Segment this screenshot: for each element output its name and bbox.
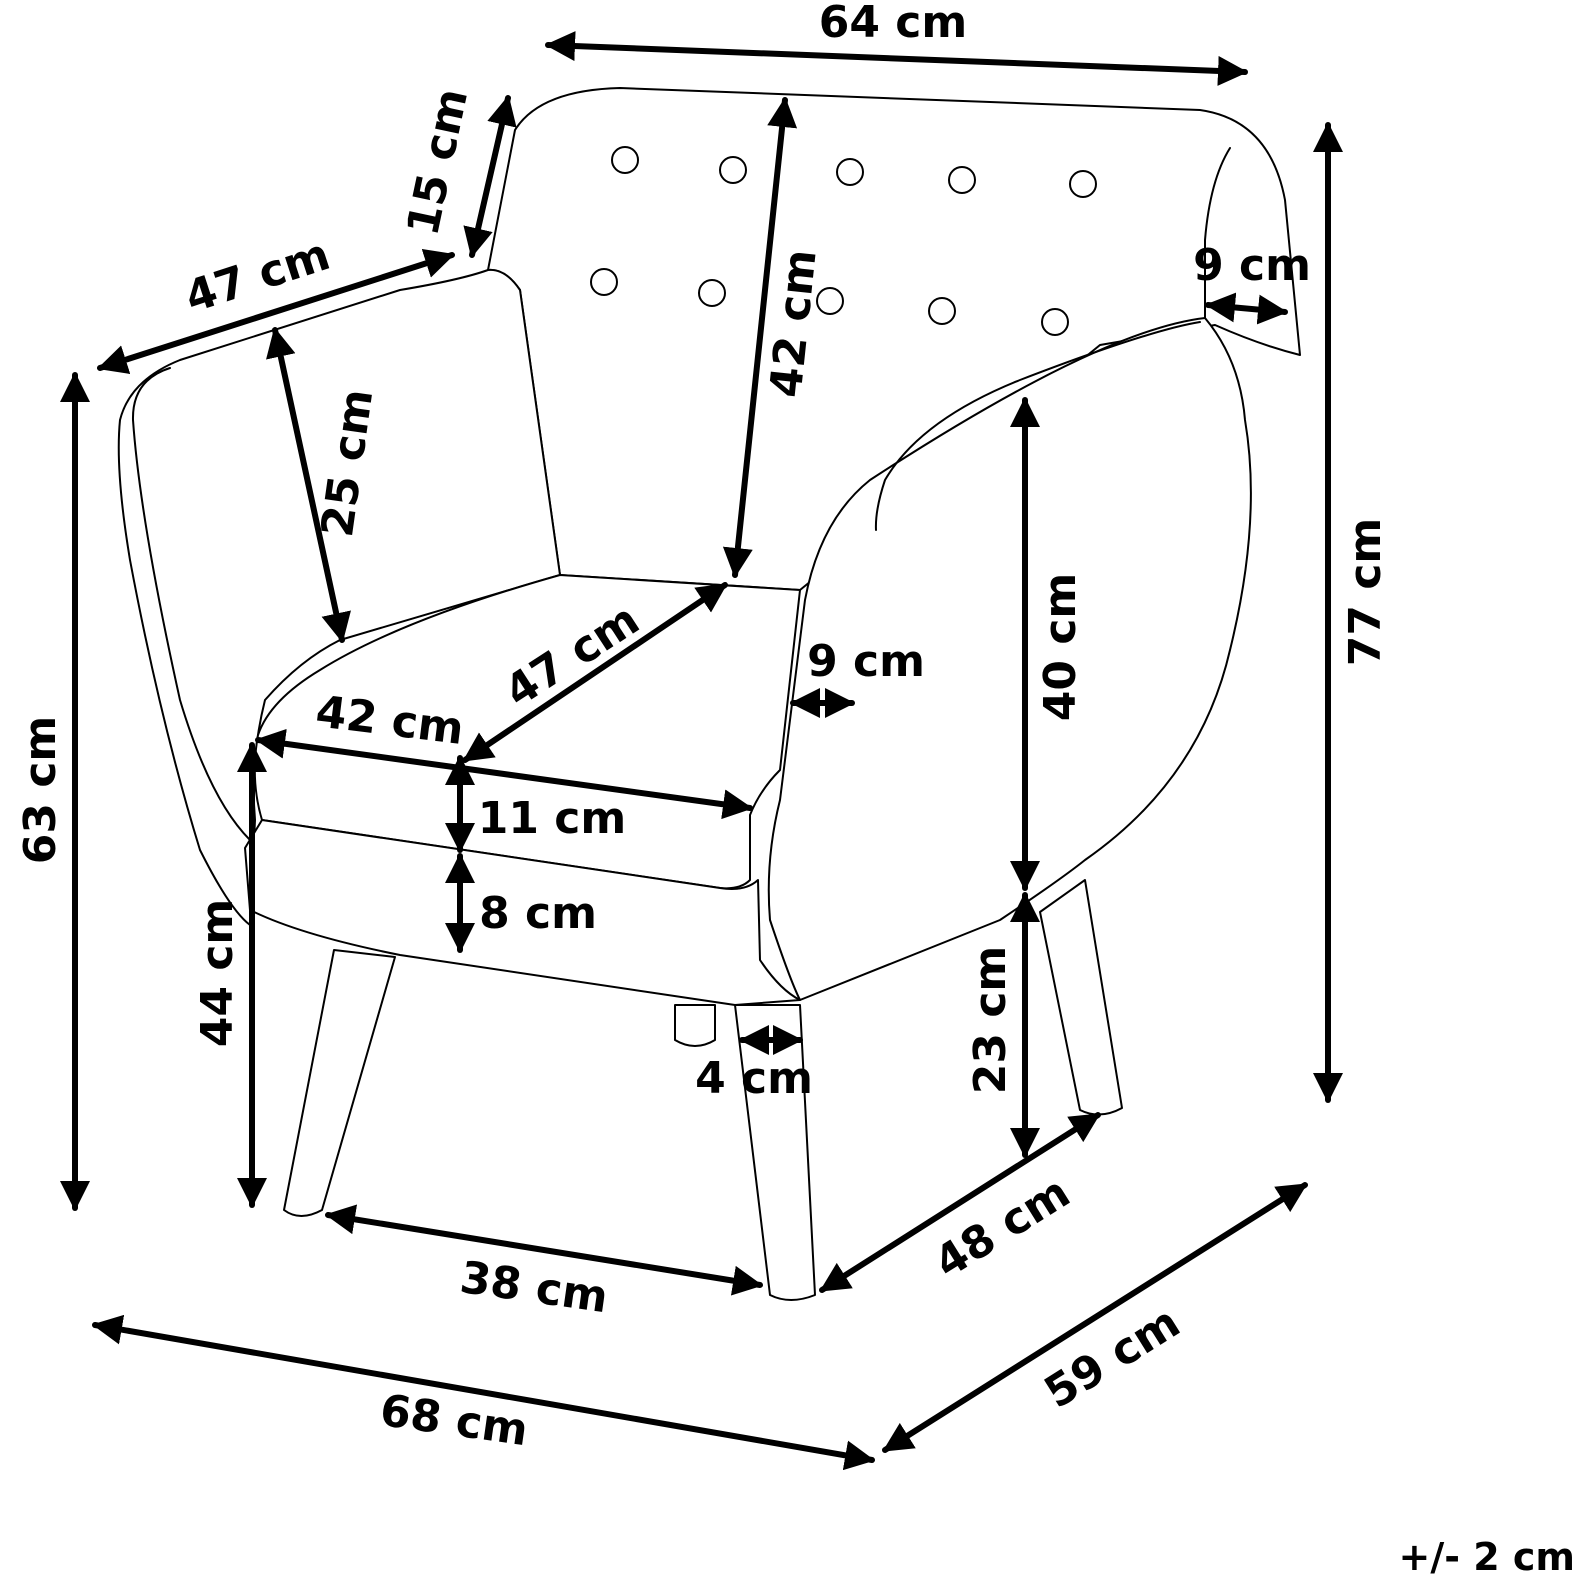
arrow-overall-width — [92, 1314, 875, 1471]
button — [1069, 170, 1097, 198]
arrow-width-top — [545, 31, 1248, 86]
label-arm-height: 40 cm — [1035, 573, 1086, 721]
arrow-leg-span-front — [325, 1204, 763, 1296]
right-arm-back-edge — [1204, 147, 1231, 319]
seat-base — [244, 819, 801, 1006]
left-arm-front-edge — [131, 367, 251, 841]
label-leg-span-front: 38 cm — [457, 1252, 611, 1323]
button — [836, 158, 864, 186]
label-seat-height: 44 cm — [192, 899, 243, 1047]
dimension-lines — [60, 31, 1343, 1471]
button — [928, 297, 956, 325]
label-arm-width: 9 cm — [807, 636, 925, 687]
arrow-right-arm-width-top — [1205, 292, 1288, 325]
label-leg-span-side: 48 cm — [926, 1167, 1079, 1289]
label-overall-depth: 59 cm — [1036, 1297, 1189, 1419]
arrow-back-height — [722, 97, 798, 578]
button — [611, 146, 639, 174]
right-arm-inner-edge — [874, 321, 1201, 531]
button — [816, 287, 844, 315]
tolerance-note: +/- 2 cm — [1398, 1535, 1575, 1579]
arrow-overall-depth — [882, 1182, 1308, 1453]
arrow-seat-width — [255, 728, 753, 820]
label-arm-depth: 47 cm — [179, 229, 336, 323]
label-leg-height: 23 cm — [965, 946, 1016, 1094]
button — [948, 166, 976, 194]
label-width-top: 64 cm — [819, 0, 967, 48]
button — [698, 279, 726, 307]
label-base-thickness: 8 cm — [479, 888, 597, 939]
label-arm-front-height-total: 63 cm — [15, 716, 66, 864]
button — [719, 156, 747, 184]
label-right-arm-width-top: 9 cm — [1193, 240, 1311, 291]
leg-back-center — [674, 1004, 716, 1047]
arrow-arm-front-height — [266, 327, 351, 643]
leg-front-left — [283, 949, 396, 1217]
button — [1041, 308, 1069, 336]
label-total-height: 77 cm — [1340, 518, 1391, 666]
right-armrest — [767, 317, 1252, 1001]
leg-back-right — [1039, 879, 1123, 1116]
label-back-thickness: 15 cm — [397, 84, 478, 240]
tufting-buttons — [590, 146, 1097, 336]
leg-front-right — [734, 1004, 816, 1301]
label-cushion-thickness: 11 cm — [478, 793, 626, 844]
arrow-back-thickness — [463, 95, 517, 258]
arrow-arm-depth — [97, 248, 455, 375]
label-leg-width: 4 cm — [695, 1053, 813, 1104]
chair-legs — [283, 879, 1123, 1301]
button — [590, 268, 618, 296]
